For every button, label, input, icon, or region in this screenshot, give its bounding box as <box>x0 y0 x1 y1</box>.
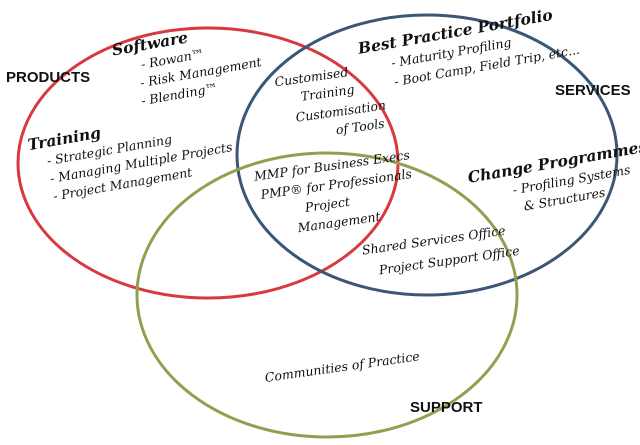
support-circle <box>135 151 519 439</box>
products-label: PRODUCTS <box>6 69 90 86</box>
training-group: Training - Strategic Planning - Managing… <box>26 123 233 204</box>
services-circle <box>235 13 619 297</box>
services-support-overlap: Shared Services Office Project Support O… <box>361 223 520 278</box>
overlap-line-tools: of Tools <box>335 116 386 138</box>
products-services-overlap: Customised Training Customisation of Too… <box>274 64 387 138</box>
best-practice-group: Best Practice Portfolio - Maturity Profi… <box>355 5 580 89</box>
change-programmes-group: Change Programmes - Profiling Systems & … <box>466 137 640 214</box>
support-only: Communities of Practice <box>264 348 421 385</box>
communities-of-practice: Communities of Practice <box>264 348 421 385</box>
center-line-project: Project <box>303 194 352 215</box>
support-label: SUPPORT <box>410 399 483 416</box>
services-label: SERVICES <box>555 82 631 99</box>
overlap-line-training: Training <box>300 82 355 104</box>
